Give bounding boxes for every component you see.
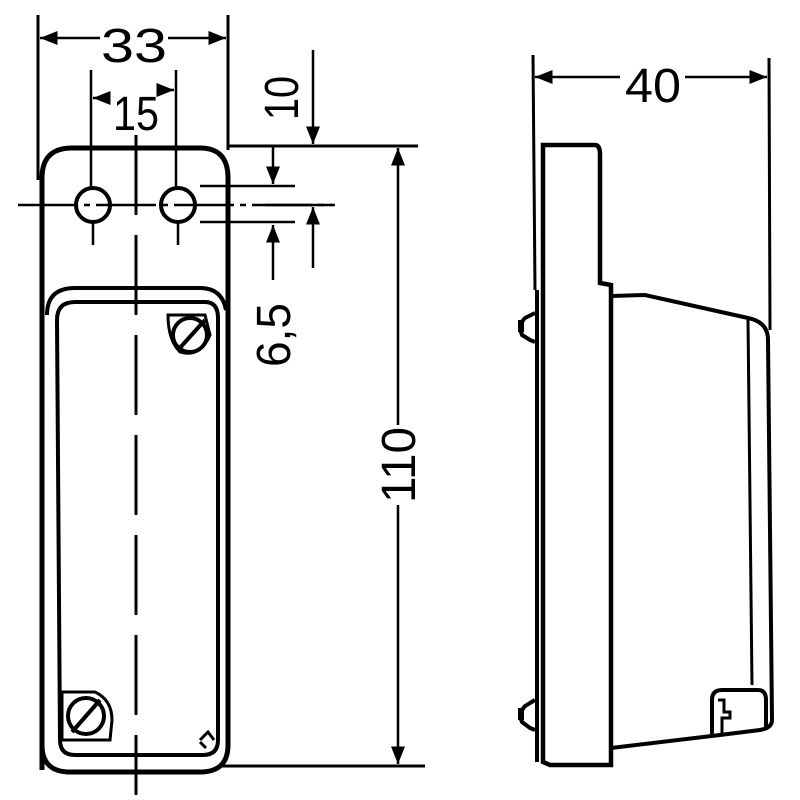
svg-text:15: 15 [113,88,159,141]
svg-text:33: 33 [101,20,167,73]
svg-text:40: 40 [625,60,681,113]
dimension-hole-spacing-15: 15 [93,83,174,141]
lens-edge [746,319,754,686]
lamp-body [610,292,775,750]
svg-text:110: 110 [373,427,426,503]
nut-icon-bottom [518,698,537,732]
screw-icon-top [166,313,212,355]
svg-text:10: 10 [256,76,309,120]
housing-outline [39,145,231,775]
dimension-hole-diameter-6-5: 6,5 [248,203,333,367]
front-view: 33 15 10 6,5 110 [18,15,426,795]
connector-clip [710,688,768,735]
screw-icon-bottom [60,690,114,742]
dimension-width-33: 33 [40,20,226,73]
mounting-flange [540,142,614,768]
nut-icon-top [518,311,536,344]
dimension-height-110: 110 [373,148,426,764]
dimension-depth-40: 40 [535,60,767,113]
lens-inner [54,300,220,757]
dimension-top-offset-10: 10 [256,50,320,184]
lens-marking [198,729,216,750]
svg-text:6,5: 6,5 [248,303,301,367]
side-view: 40 [518,54,775,768]
